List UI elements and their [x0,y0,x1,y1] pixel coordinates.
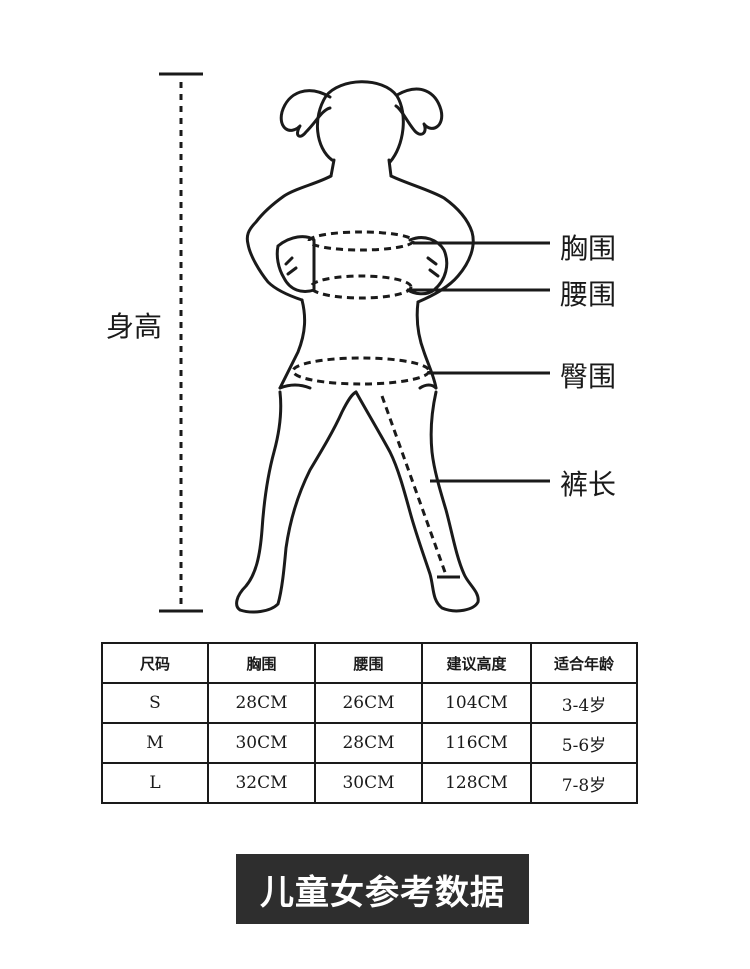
waist-ellipse [309,274,413,300]
waist-label: 腰围 [560,278,617,311]
header-size: 尺码 [101,642,209,684]
table-header-row: 尺码 胸围 腰围 建议高度 适合年龄 [101,642,638,684]
cell-chest: 32CM [207,762,316,804]
chest-label: 胸围 [560,232,617,265]
size-table: 尺码 胸围 腰围 建议高度 适合年龄 S 28CM 26CM 104CM 3-4… [101,642,638,804]
cell-waist: 30CM [314,762,423,804]
cell-height: 104CM [421,682,532,724]
header-suitable-age: 适合年龄 [530,642,638,684]
table-row: L 32CM 30CM 128CM 7-8岁 [101,762,638,804]
hip-label: 臀围 [560,360,617,393]
cell-waist: 26CM [314,682,423,724]
cell-height: 128CM [421,762,532,804]
cell-height: 116CM [421,722,532,764]
chest-ellipse [307,230,415,252]
cell-age: 3-4岁 [530,682,638,724]
cell-size: S [101,682,209,724]
pants-length-line [380,395,448,576]
girl-measurement-illustration [159,72,550,614]
pants-length-label: 裤长 [560,468,617,501]
header-chest: 胸围 [207,642,316,684]
cell-age: 7-8岁 [530,762,638,804]
cell-age: 5-6岁 [530,722,638,764]
header-recommended-height: 建议高度 [421,642,532,684]
measurement-guides [291,230,448,576]
leader-lines [411,241,550,483]
cell-size: M [101,722,209,764]
cell-chest: 30CM [207,722,316,764]
height-label: 身高 [106,310,163,343]
height-ruler [159,72,203,613]
table-row: M 30CM 28CM 116CM 5-6岁 [101,722,638,764]
header-waist: 腰围 [314,642,423,684]
cell-chest: 28CM [207,682,316,724]
cell-size: L [101,762,209,804]
table-row: S 28CM 26CM 104CM 3-4岁 [101,682,638,724]
girl-outline [235,80,480,614]
hip-ellipse [291,356,431,386]
cell-waist: 28CM [314,722,423,764]
caption-banner: 儿童女参考数据 [236,854,529,924]
